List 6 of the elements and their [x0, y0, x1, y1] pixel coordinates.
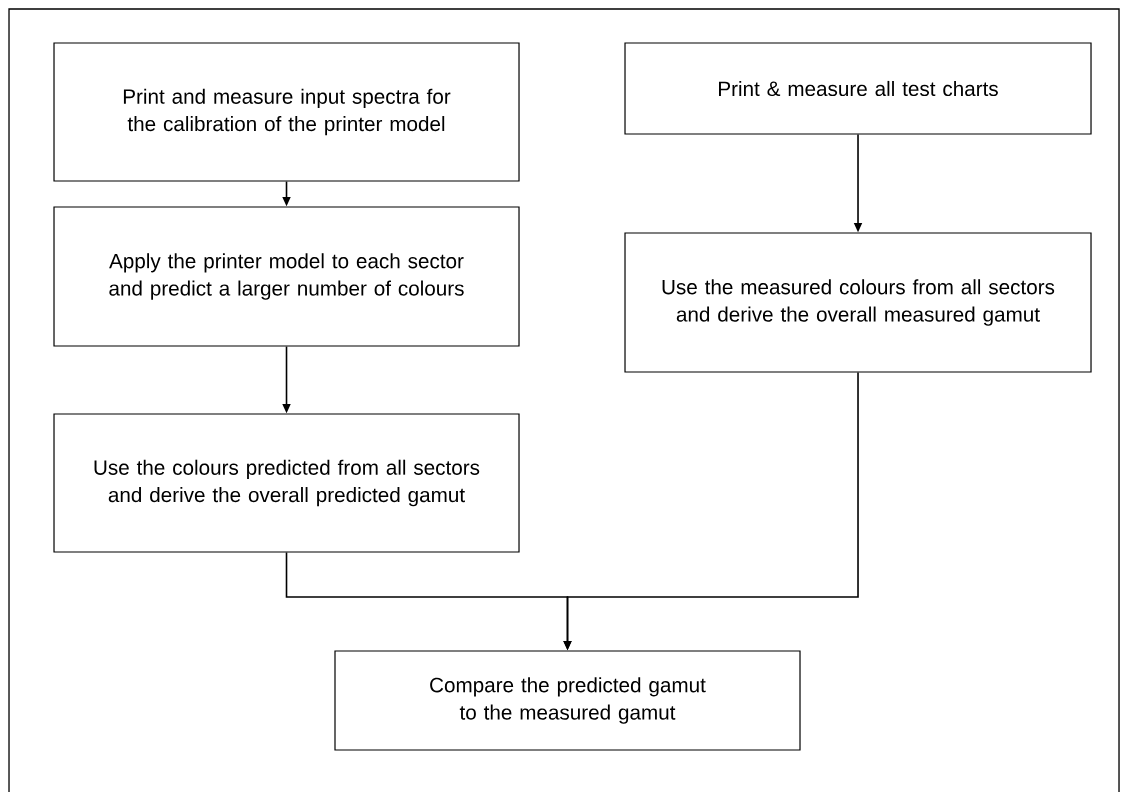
process-box: Apply the printer model to each sector and predict a larger number of colours	[53, 206, 520, 347]
process-box: Use the measured colours from all sectors and derive the overall measured gamut	[624, 232, 1092, 373]
process-box: Compare the predicted gamut to the measured gamut	[334, 650, 801, 751]
process-box: Print & measure all test charts	[624, 42, 1092, 135]
process-box: Print and measure input spectra for the calibration of the printer model	[53, 42, 520, 182]
process-box: Use the colours predicted from all sectors and derive the overall predicted gamut	[53, 413, 520, 553]
